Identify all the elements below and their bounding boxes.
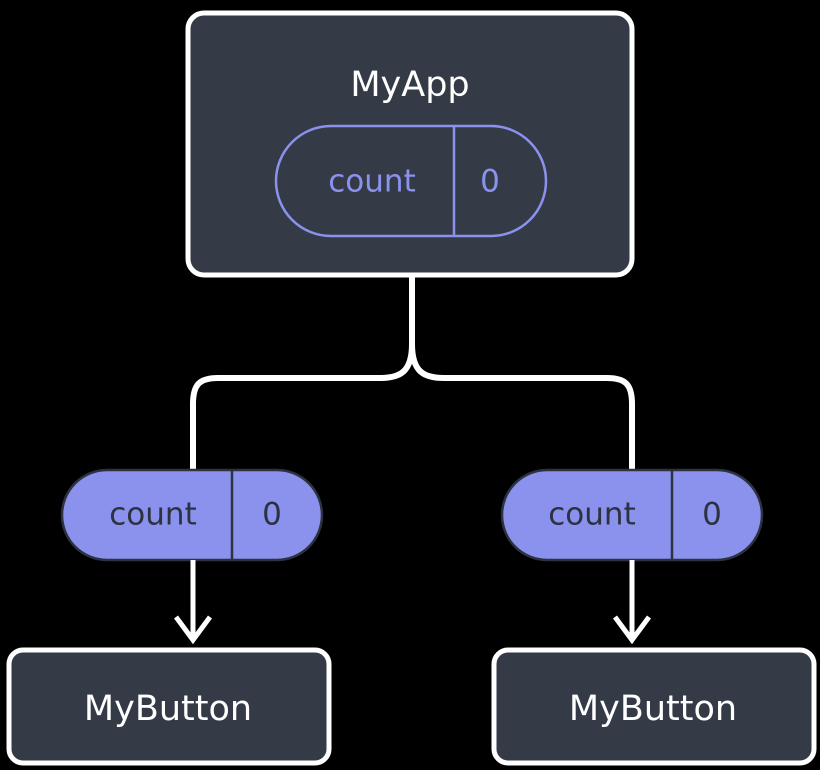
root-state-pill-value: 0 <box>480 164 500 200</box>
connector-group <box>190 276 635 470</box>
right-arrow-head-icon <box>612 615 652 645</box>
root-state-pill-shape <box>274 124 548 238</box>
left-child-node[interactable]: MyButton <box>6 647 332 766</box>
root-state-pill[interactable]: count 0 <box>274 124 548 238</box>
left-child-node-box <box>6 647 332 766</box>
connector-fork-left <box>190 343 415 470</box>
root-node-label: MyApp <box>350 65 469 105</box>
right-state-pill-name: count <box>548 497 635 533</box>
left-arrow-head-icon <box>173 615 213 645</box>
right-branch: count 0 MyButton <box>491 468 817 766</box>
connector-fork-right <box>409 343 635 470</box>
right-child-node[interactable]: MyButton <box>491 647 817 766</box>
left-state-pill-value: 0 <box>262 497 282 533</box>
left-arrow <box>173 560 213 645</box>
left-branch: count 0 MyButton <box>6 468 332 766</box>
right-child-node-box <box>491 647 817 766</box>
left-child-node-label: MyButton <box>84 689 252 729</box>
left-state-pill[interactable]: count 0 <box>60 468 324 562</box>
right-arrow <box>612 560 652 645</box>
root-node-box <box>185 10 635 278</box>
root-state-pill-name: count <box>328 164 415 200</box>
root-node[interactable]: MyApp count 0 <box>185 10 635 278</box>
right-state-pill[interactable]: count 0 <box>500 468 764 562</box>
right-child-node-label: MyButton <box>569 689 737 729</box>
left-state-pill-name: count <box>109 497 196 533</box>
right-state-pill-value: 0 <box>702 497 722 533</box>
